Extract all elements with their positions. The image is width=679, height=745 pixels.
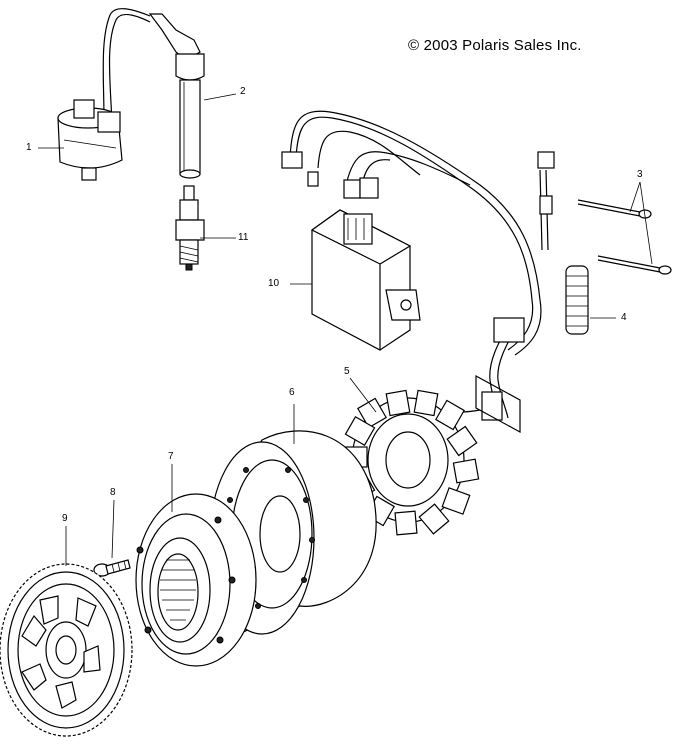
callout-1: 1 [26,142,32,153]
cdi-module [310,209,421,351]
callout-11: 11 [238,232,249,243]
callout-5: 5 [344,366,350,377]
screw [93,559,131,577]
ignition-coil [57,8,151,181]
callout-4: 4 [621,312,627,323]
callout-7: 7 [168,451,174,462]
copyright-notice: © 2003 Polaris Sales Inc. [408,37,582,54]
starter-gear [0,563,133,737]
leader-lines [38,93,616,566]
wire-tie-pair [577,181,672,275]
spark-plug-boot [148,13,205,179]
callout-6: 6 [289,387,295,398]
spark-plug [175,185,205,271]
callout-2: 2 [240,86,246,97]
callout-8: 8 [110,487,116,498]
callout-9: 9 [62,513,68,524]
starter-clutch [135,493,257,667]
wiring-harness [281,110,555,434]
callout-10: 10 [268,278,280,289]
grommet [565,265,589,335]
callout-3: 3 [637,169,643,180]
